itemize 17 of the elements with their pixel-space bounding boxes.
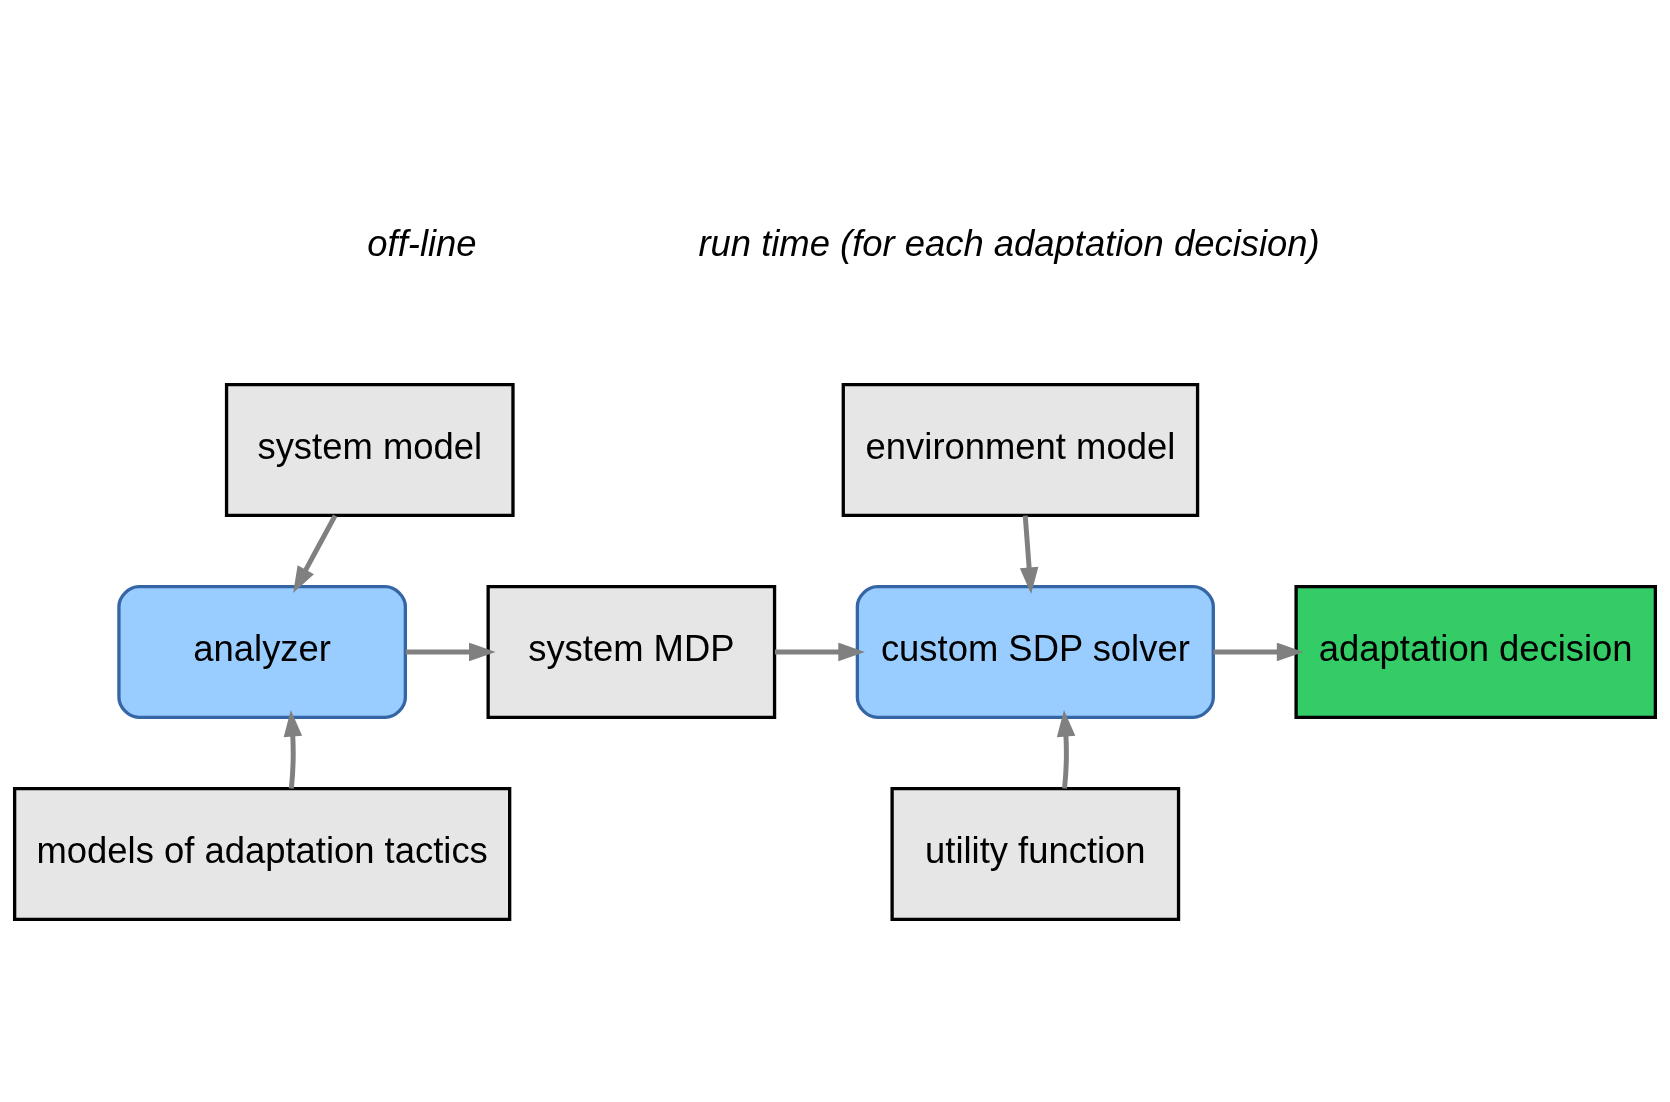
node-box: utility function: [890, 786, 1181, 922]
node-box: system MDP: [486, 584, 777, 720]
arrow: [774, 642, 865, 662]
arrow: [283, 710, 303, 789]
label: run time (for each adaptation decision): [698, 222, 1320, 264]
arrow: [293, 514, 338, 594]
node-box: adaptation decision: [1294, 584, 1657, 720]
arrow: [1213, 642, 1304, 662]
arrow: [1019, 515, 1039, 594]
node-box: models of adaptation tactics: [13, 786, 512, 922]
node-box: system model: [224, 382, 515, 518]
node-box: environment model: [841, 382, 1200, 518]
node-box: custom SDP solver: [855, 584, 1215, 720]
node-box: analyzer: [117, 584, 407, 720]
arrow: [405, 642, 496, 662]
label: off-line: [367, 222, 477, 264]
arrow: [1056, 710, 1076, 789]
